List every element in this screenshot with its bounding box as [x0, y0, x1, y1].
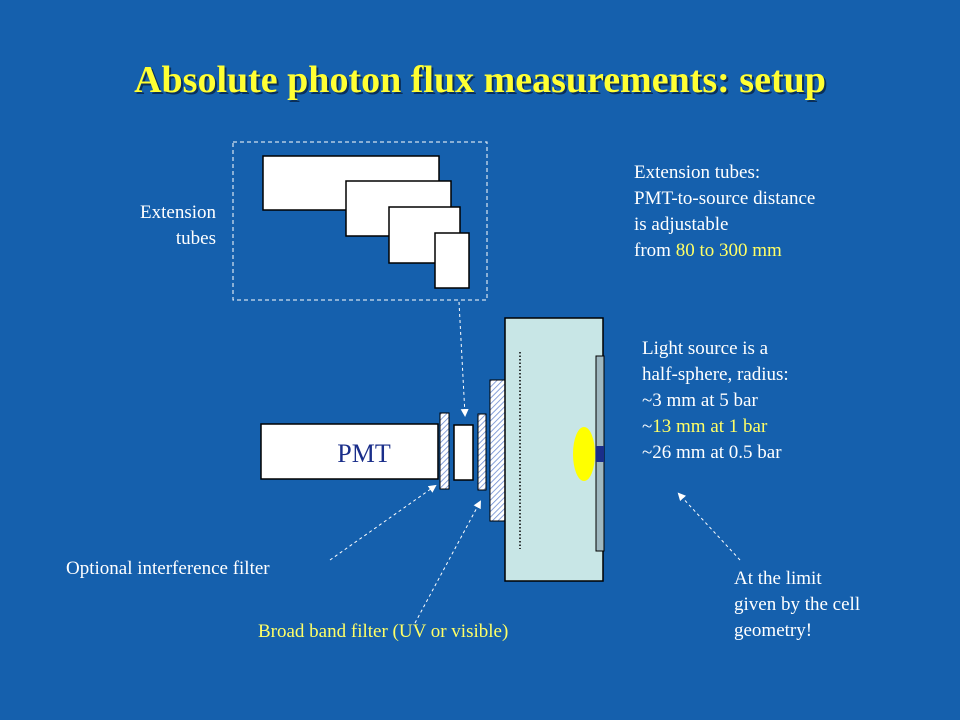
light-note-tilde: ~: [642, 416, 653, 437]
limit-note-line3: geometry!: [734, 620, 813, 641]
extension-tubes-label-line2: tubes: [175, 228, 216, 249]
extension-note-range: 80 to 300 mm: [675, 240, 782, 261]
extension-tubes-arrow: [458, 301, 469, 417]
window-plate: [477, 413, 487, 491]
extension-note-line1: Extension tubes:: [634, 162, 761, 183]
extension-tube-4: [434, 232, 470, 289]
extension-note-from: from: [634, 240, 676, 261]
light-source-note: Light source is a half-sphere, radius: ~…: [642, 336, 789, 466]
pmt-body: [260, 423, 439, 480]
broadband-filter-arrow: [414, 500, 481, 624]
optional-filter-arrow: [329, 484, 437, 561]
slide-title: Absolute photon flux measurements: setup: [134, 59, 826, 101]
extension-tubes-label-line1: Extension: [140, 202, 216, 223]
limit-note: At the limit given by the cell geometry!: [734, 566, 860, 644]
optional-filter-label: Optional interference filter: [66, 558, 270, 579]
optional-interference-filter: [439, 412, 450, 490]
light-note-line3: ~3 mm at 5 bar: [642, 390, 758, 411]
light-note-line4: ~13 mm at 1 bar: [642, 414, 789, 440]
extension-note-line2: PMT-to-source distance: [634, 188, 816, 209]
light-note-line5: ~26 mm at 0.5 bar: [642, 442, 782, 463]
light-note-1bar: 13 mm at 1 bar: [652, 416, 768, 437]
limit-arrow: [677, 492, 741, 561]
extension-tubes-group-box: [232, 141, 488, 301]
source-mount: [596, 446, 604, 462]
limit-note-line1: At the limit: [734, 568, 822, 589]
light-note-line1: Light source is a: [642, 338, 769, 359]
extension-note-line3: is adjustable: [634, 214, 729, 235]
extension-tubes-label: Extension tubes: [100, 200, 216, 252]
extension-note: Extension tubes: PMT-to-source distance …: [634, 160, 815, 264]
light-note-line2: half-sphere, radius:: [642, 364, 789, 385]
broadband-filter: [489, 379, 506, 522]
pmt-label: PMT: [337, 439, 391, 468]
limit-note-line2: given by the cell: [734, 594, 861, 615]
extension-note-line4: from 80 to 300 mm: [634, 238, 815, 264]
broadband-filter-label: Broad band filter (UV or visible): [258, 621, 509, 642]
spacer-tube: [453, 424, 474, 481]
light-source: [573, 427, 595, 481]
